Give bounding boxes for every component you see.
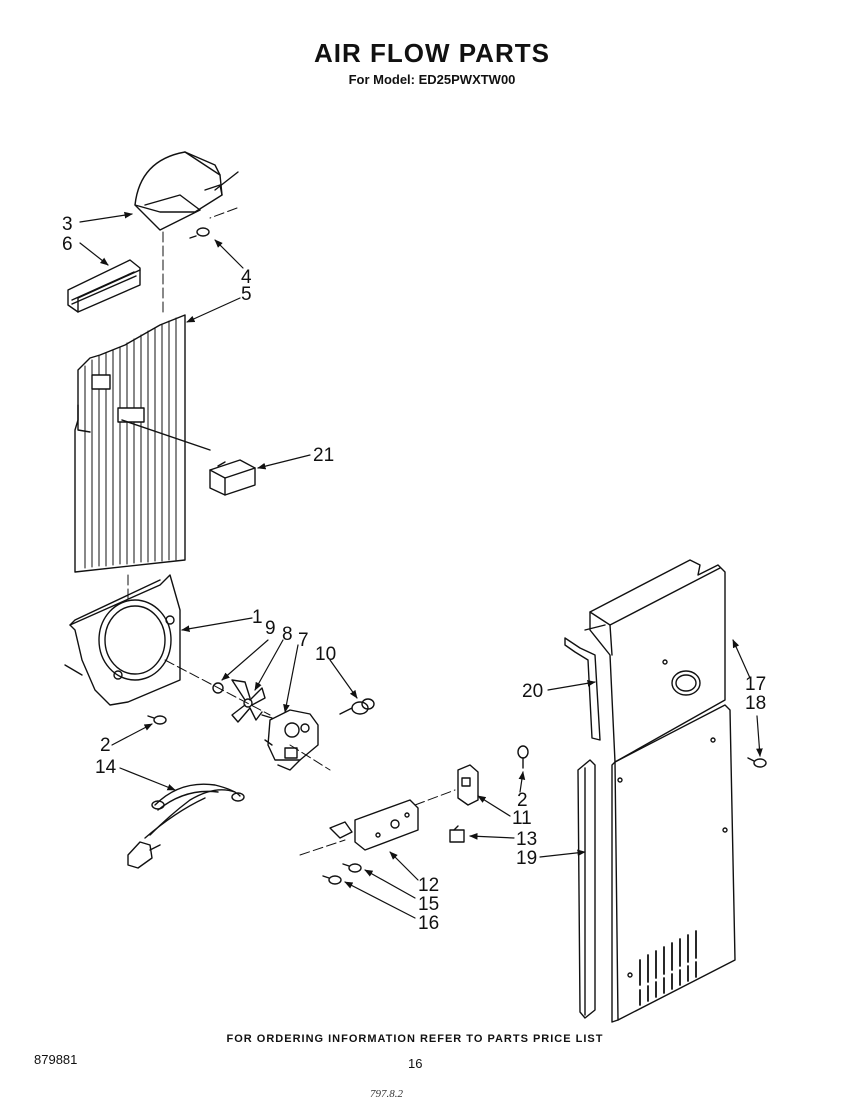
part-screw-2-right	[517, 745, 529, 769]
callout-13: 13	[516, 829, 537, 850]
document-number: 879881	[34, 1052, 78, 1067]
callout-4: 4	[241, 267, 252, 288]
part-wire-harness	[127, 783, 245, 869]
part-clip	[449, 825, 465, 843]
model-subtitle: For Model: ED25PWXTW00	[348, 72, 516, 87]
callout-8: 8	[282, 624, 293, 645]
part-grille	[67, 259, 141, 313]
part-duct-cover	[134, 151, 239, 231]
page-number: 16	[408, 1056, 423, 1071]
callout-7: 7	[298, 630, 309, 651]
callout-12: 12	[418, 875, 439, 896]
part-thermostat-bracket	[209, 459, 256, 496]
part-screw-2-left	[147, 715, 167, 725]
part-air-duct-panel	[584, 559, 726, 763]
part-fan-shroud	[64, 574, 181, 706]
callout-2-right: 2	[517, 790, 528, 811]
part-socket	[457, 764, 479, 806]
part-fan-blade	[231, 679, 266, 723]
page-title: AIR FLOW PARTS	[314, 38, 550, 68]
callout-15: 15	[418, 894, 439, 915]
callout-3: 3	[62, 214, 73, 235]
callout-18: 18	[745, 693, 766, 714]
part-motor-bracket	[329, 799, 419, 851]
vent-slots	[639, 930, 697, 1006]
callout-19: 19	[516, 848, 537, 869]
callout-10: 10	[315, 644, 336, 665]
callout-2-left: 2	[100, 735, 111, 756]
callout-14: 14	[95, 757, 117, 778]
part-nut	[212, 682, 224, 694]
callout-16: 16	[418, 913, 439, 934]
part-screw-4	[189, 227, 210, 239]
callout-20: 20	[522, 681, 543, 702]
callout-6: 6	[62, 234, 73, 255]
part-grommet	[339, 698, 375, 715]
callout-21: 21	[313, 445, 334, 466]
callout-17: 17	[745, 674, 766, 695]
leader-lines	[79, 211, 763, 919]
part-gasket-strip	[564, 637, 601, 741]
part-screw-18	[710, 737, 767, 768]
part-lower-panel	[611, 704, 736, 1023]
ordering-note: FOR ORDERING INFORMATION REFER TO PARTS …	[226, 1033, 604, 1045]
part-side-strip	[577, 759, 596, 1019]
callout-1: 1	[252, 607, 263, 628]
initials-mark: 797.8.2	[370, 1088, 403, 1100]
part-fan-motor	[261, 709, 319, 771]
callout-labels: 3 6 4 5 21 1 9 8 7 10 2 14 20 17 18 2 11…	[62, 214, 766, 934]
part-screw-15	[342, 863, 362, 873]
callout-5: 5	[241, 284, 252, 305]
part-screw-16	[322, 875, 342, 885]
callout-11: 11	[512, 808, 532, 829]
callout-9: 9	[265, 618, 276, 639]
part-evaporator-cover	[74, 314, 211, 573]
